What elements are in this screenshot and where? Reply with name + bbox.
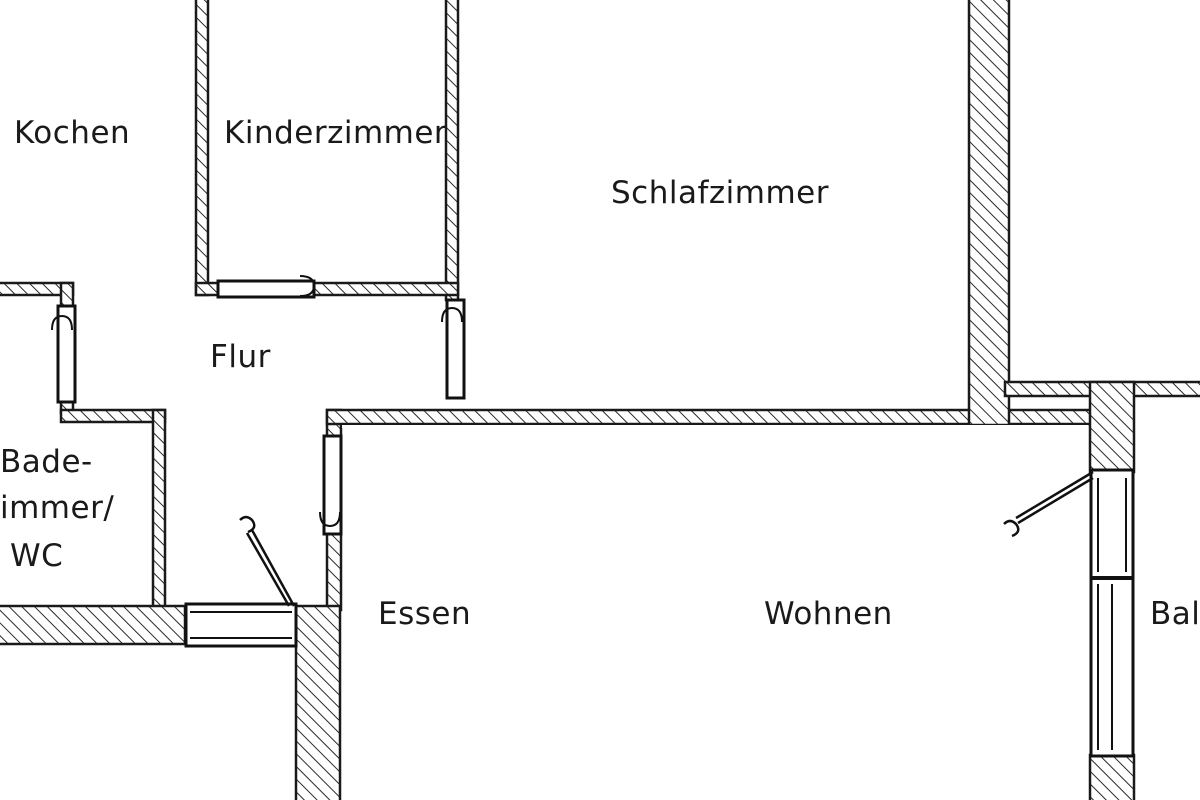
door-kinderzimmer (216, 279, 316, 299)
wall-bath-mid (59, 408, 167, 424)
label-kochen: Kochen (14, 115, 130, 151)
door-swing-kinder-icon (299, 275, 316, 297)
room-labels: Kochen Kinderzimmer Schlafzimmer Flur Ba… (0, 115, 1200, 632)
wall-bath-right (151, 408, 167, 610)
window-flur (184, 602, 298, 648)
label-essen: Essen (378, 596, 471, 632)
label-bad-line3: WC (10, 538, 63, 574)
door-bathroom (56, 304, 77, 404)
label-flur: Flur (210, 339, 271, 375)
door-swing-schlaf-icon (441, 306, 463, 323)
label-balkon: Bal (1150, 596, 1200, 632)
wall-bath-bottom (0, 604, 187, 646)
label-bad-line2: immer/ (0, 490, 114, 526)
windows-and-doors (51, 275, 1135, 758)
wall-schlaf-right (967, 0, 1011, 427)
handle-flur-icon (250, 529, 296, 607)
door-essen (322, 434, 343, 536)
wall-kinder-right (444, 0, 460, 302)
label-schlafzimmer: Schlafzimmer (611, 175, 829, 211)
wall-essen-left (294, 604, 342, 800)
wall-wohnen-right-bottom (1088, 753, 1136, 800)
handle-wohnen-icon (1015, 470, 1094, 520)
door-schlafzimmer (445, 298, 466, 400)
label-bad-line1: Bade- (0, 444, 93, 480)
wall-kinder-left (194, 0, 210, 297)
label-kinderzimmer: Kinderzimmer (224, 115, 447, 151)
door-swing-bath-icon (51, 314, 73, 331)
door-swing-essen-icon (319, 511, 341, 528)
label-wohnen: Wohnen (764, 596, 893, 632)
wall-wohnen-right (1088, 380, 1136, 474)
window-handles (239, 470, 1094, 607)
